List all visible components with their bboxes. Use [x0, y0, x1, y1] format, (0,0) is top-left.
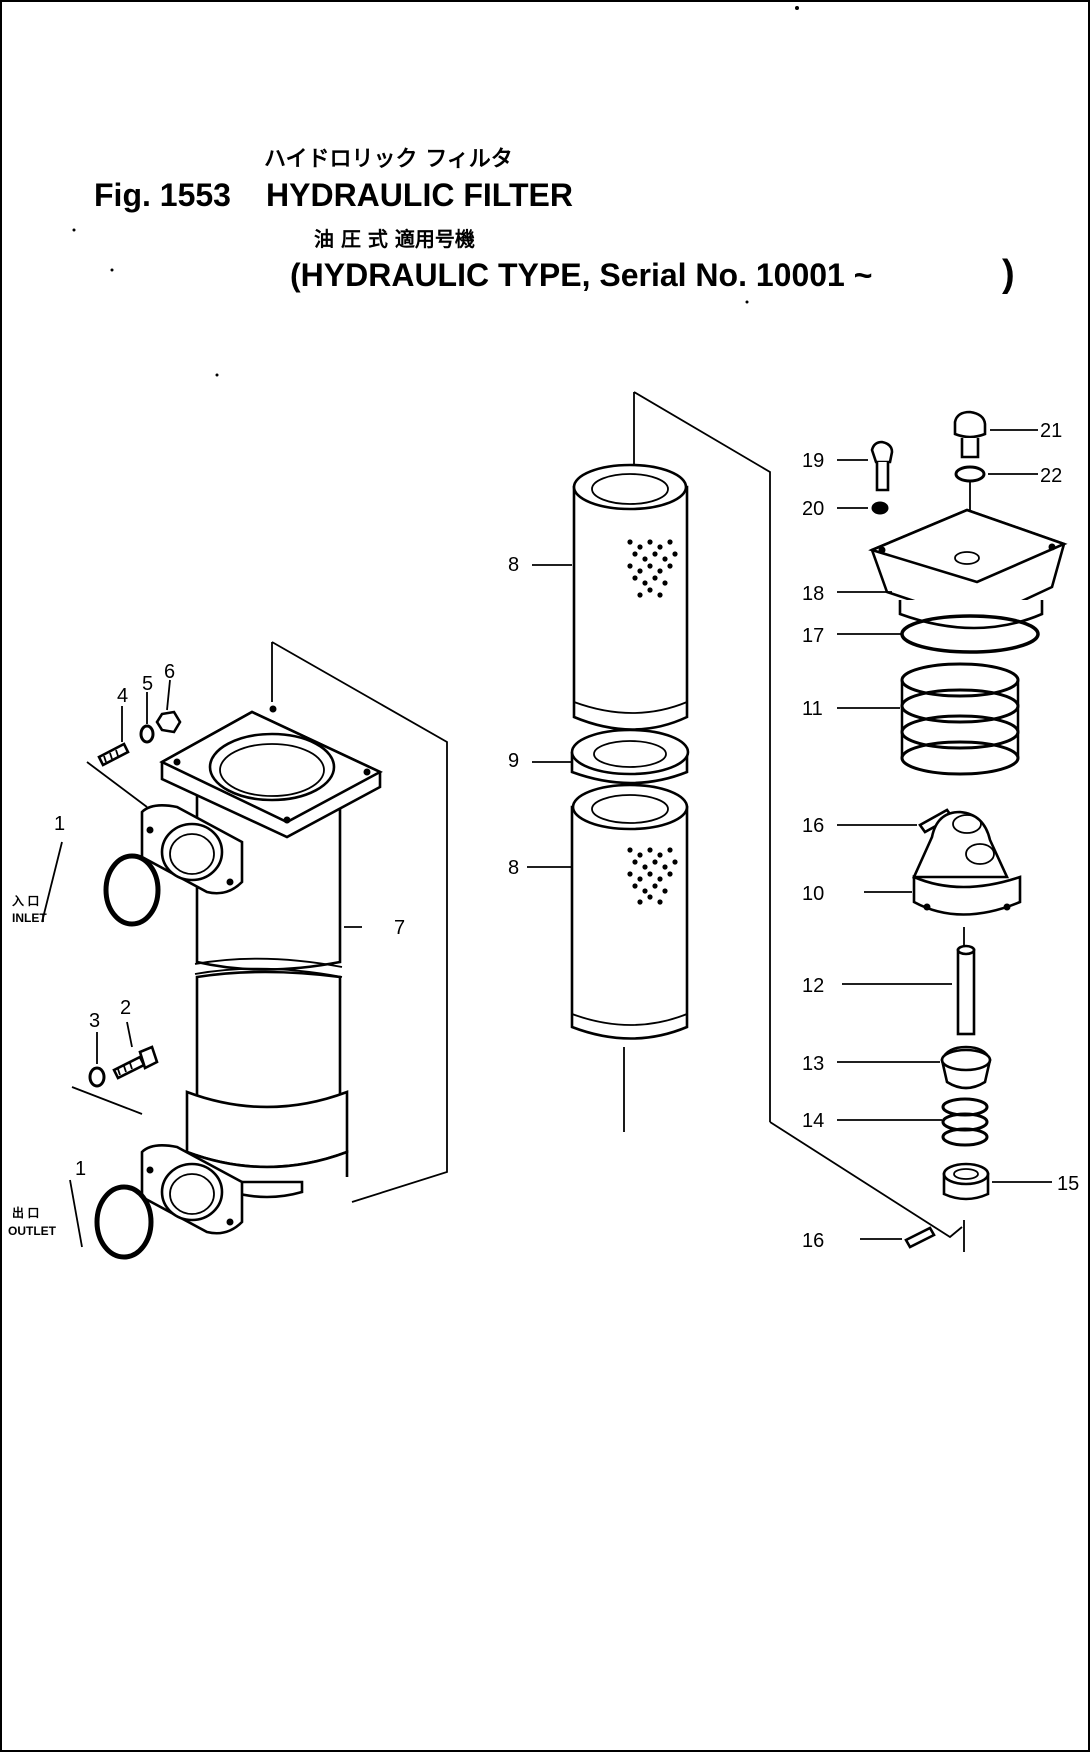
guide-pipe	[842, 944, 976, 1036]
inlet-label: INLET	[12, 911, 47, 925]
outlet-label: OUTLET	[8, 1224, 57, 1238]
scan-speck	[795, 6, 799, 10]
callout-22: 22	[1040, 465, 1062, 487]
callout-6: 6	[164, 661, 175, 683]
cover-bolt	[953, 410, 1038, 459]
title-japanese: ハイドロリック フィルタ	[264, 147, 513, 172]
callout-18: 18	[802, 583, 824, 605]
callout-21: 21	[1040, 420, 1062, 442]
nut	[155, 710, 182, 734]
figure-title: HYDRAULIC FILTER	[266, 177, 573, 213]
callout-11: 11	[802, 698, 823, 720]
callout-8-lower: 8	[508, 857, 519, 879]
valve-seat	[942, 1162, 1052, 1201]
callout-20: 20	[802, 498, 824, 520]
callout-9: 9	[508, 750, 519, 772]
callout-4: 4	[117, 685, 128, 707]
flange-washer	[88, 1066, 106, 1088]
scan-speck	[72, 228, 76, 232]
o-ring-inlet	[103, 853, 161, 927]
callout-12: 12	[802, 975, 824, 997]
figure-number: Fig. 1553	[94, 177, 231, 213]
scan-speck	[215, 373, 219, 377]
applicability-close-paren: )	[1002, 253, 1015, 295]
valve-spring	[837, 1097, 989, 1147]
callout-17: 17	[802, 625, 824, 647]
spacer-ring	[570, 728, 690, 785]
callout-16-lower: 16	[802, 1230, 824, 1252]
flange-bolt	[112, 1045, 159, 1080]
callout-1-inlet: 1	[54, 813, 65, 835]
applicability-text: (HYDRAULIC TYPE, Serial No. 10001 ~	[290, 257, 872, 293]
callout-1-outlet: 1	[75, 1158, 86, 1180]
filter-housing	[71, 641, 448, 1235]
relief-valve	[837, 1045, 992, 1090]
callout-14: 14	[802, 1110, 824, 1132]
cover-gasket	[837, 614, 1040, 654]
spring-pin-lower	[860, 1226, 936, 1249]
leader-2	[126, 1021, 133, 1048]
callout-7: 7	[394, 917, 405, 939]
callout-10: 10	[802, 883, 824, 905]
outlet-arrow-leader	[69, 1179, 83, 1248]
lock-washer	[139, 724, 155, 744]
valve-body	[864, 810, 1022, 947]
callout-15: 15	[1057, 1173, 1079, 1195]
stud-bolt	[97, 742, 130, 767]
leader-6	[166, 679, 171, 711]
applicability-japanese: 油 圧 式 適用号機	[314, 227, 475, 251]
filter-element-lower	[570, 783, 689, 1132]
stud-bolt-right	[837, 440, 894, 492]
filter-cover	[837, 508, 1068, 630]
callout-5: 5	[142, 673, 153, 695]
filter-element-upper	[572, 391, 771, 1122]
inlet-arrow-leader	[41, 841, 63, 923]
scan-speck	[745, 300, 749, 304]
inlet-label-japanese: 入 口	[12, 894, 39, 908]
relief-spring	[837, 662, 1020, 776]
washer-right	[837, 501, 889, 515]
callout-13: 13	[802, 1053, 824, 1075]
callout-16-upper: 16	[802, 815, 824, 837]
outlet-label-japanese: 出 口	[12, 1205, 39, 1220]
callout-3: 3	[89, 1010, 100, 1032]
callout-2: 2	[120, 997, 131, 1019]
callout-19: 19	[802, 450, 824, 472]
scan-speck	[110, 268, 114, 272]
right-group-leader	[769, 1121, 963, 1239]
callout-8-upper: 8	[508, 554, 519, 576]
o-ring-outlet	[94, 1184, 154, 1260]
